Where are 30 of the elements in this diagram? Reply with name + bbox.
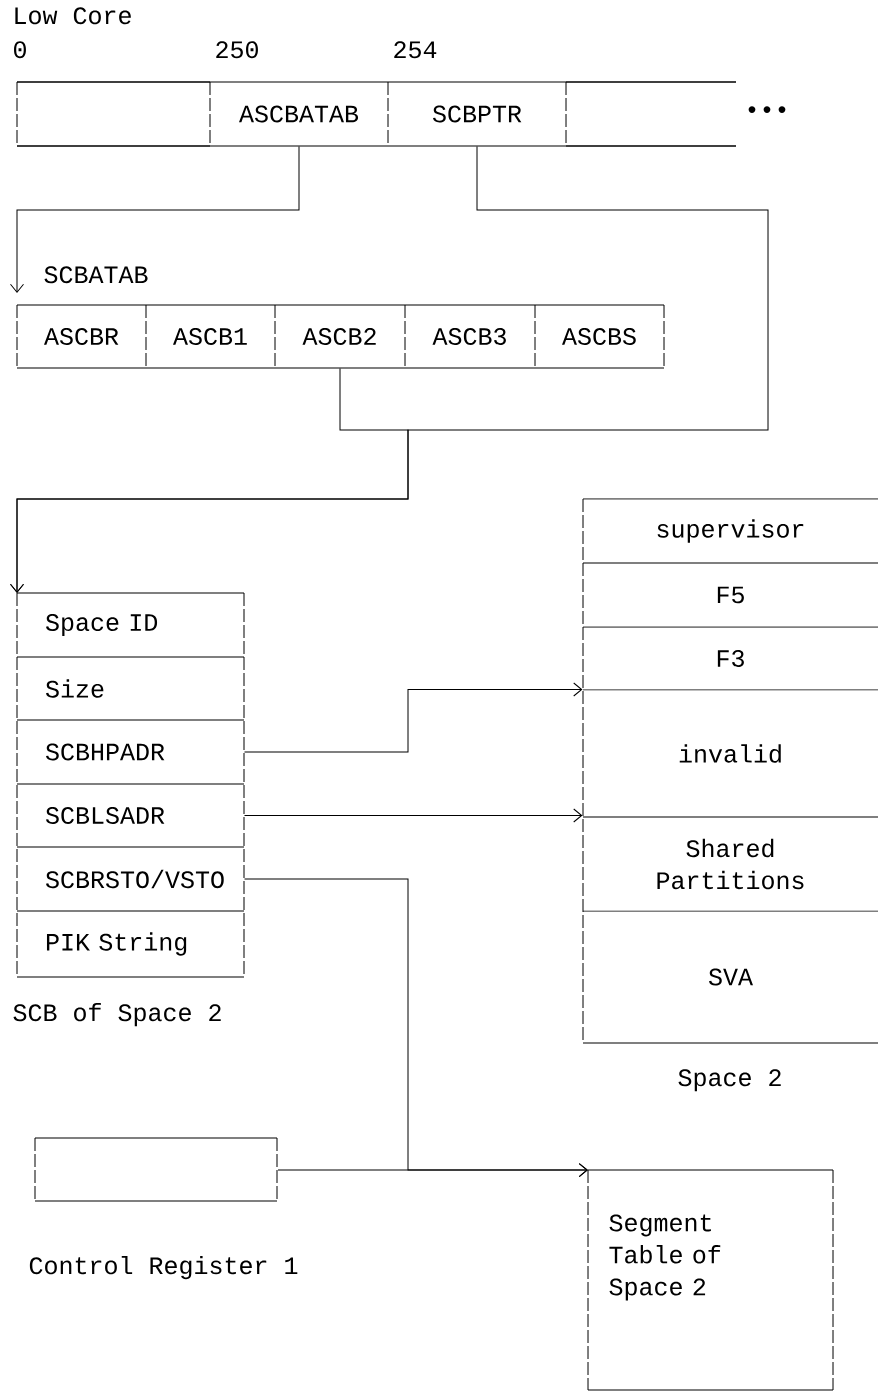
arrow [244, 682, 583, 753]
offset-label: 250 [216, 41, 258, 59]
empty-cell [565, 81, 737, 147]
table-cell: Shared Partitions [582, 816, 878, 890]
arrow [10, 146, 300, 293]
offset-label: 254 [394, 41, 437, 59]
table-cell: SCBPTR [387, 81, 522, 147]
table-cell: F3 [582, 626, 878, 667]
table-cell: SCBLSADR [16, 783, 245, 824]
arrow [10, 146, 769, 593]
arrow [277, 1163, 588, 1177]
table-cell: Space ID [45, 614, 158, 636]
table-cell: SVA [582, 910, 878, 986]
table-cell: ASCB3 [404, 304, 506, 369]
empty-cell [16, 81, 211, 147]
table-cell: PIK String [16, 910, 245, 956]
table-cell: invalid [582, 689, 878, 763]
table-cell: ASCBR [16, 304, 119, 369]
arrow [244, 808, 583, 823]
table-cell: ASCB1 [145, 304, 247, 369]
table-cell: SCBHPADR [16, 719, 245, 761]
table-cell: ASCB2 [274, 304, 376, 369]
table-cell: ASCBS [534, 304, 636, 369]
table-cell: supervisor [657, 519, 804, 543]
segment-table-box: Segment Table of Space 2 [587, 1169, 834, 1391]
register-box: Control Register 1 [29, 1137, 298, 1280]
table-cell: SCBRSTO/VSTO [16, 846, 245, 889]
table-cell: ASCBATAB [209, 81, 359, 147]
table-cell: F5 [582, 562, 878, 604]
table-cell: Size [16, 656, 245, 698]
